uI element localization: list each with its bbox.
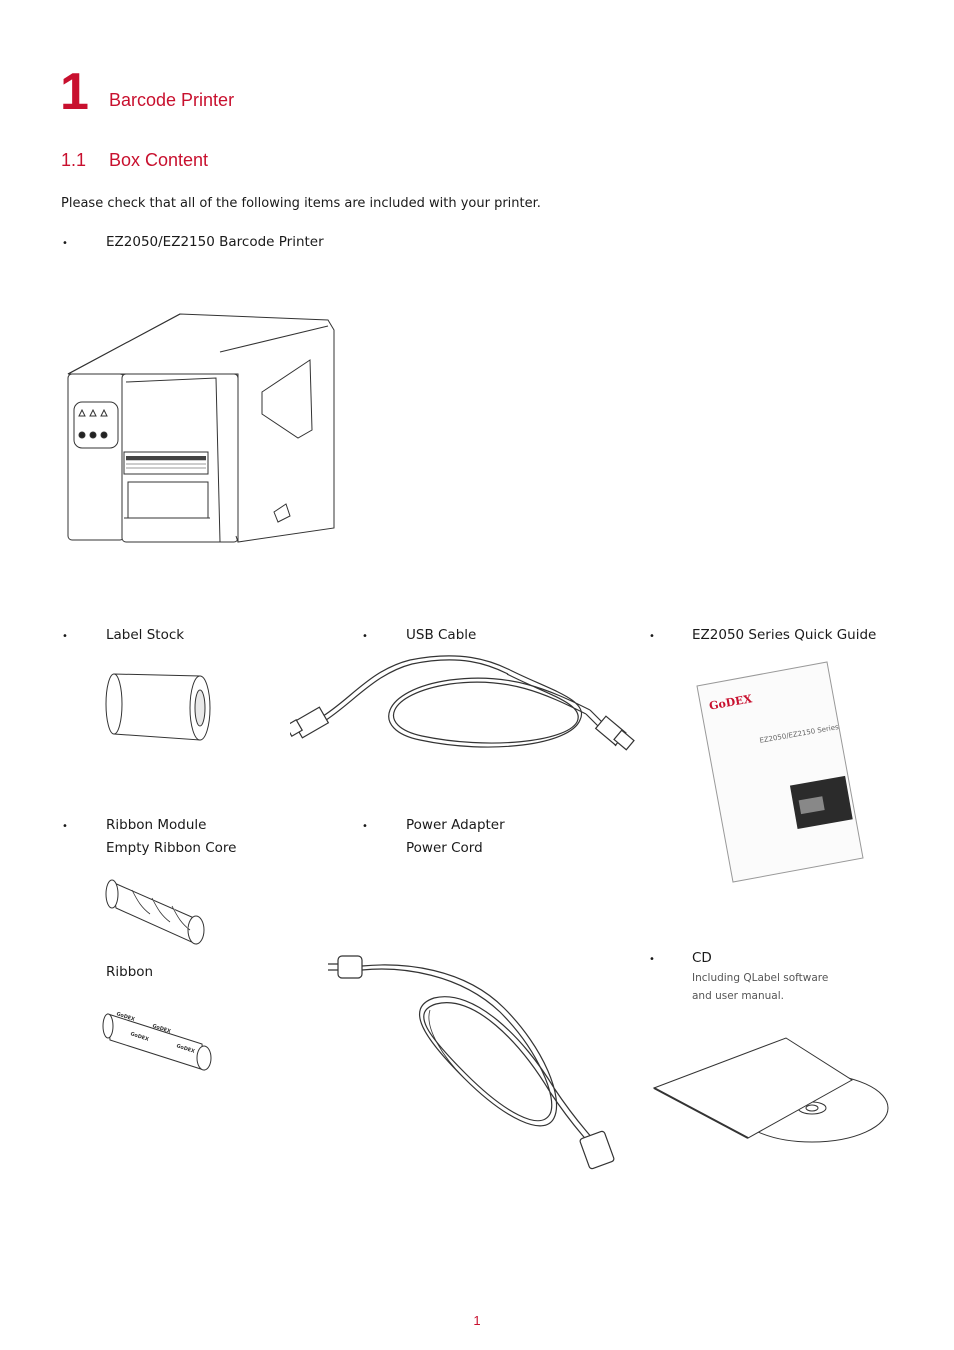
bullet: •	[649, 631, 655, 642]
bullet: •	[649, 954, 655, 965]
bullet: •	[62, 821, 68, 832]
item-ribbon-label: Ribbon	[106, 964, 154, 980]
bullet: •	[62, 238, 68, 249]
ribbon-image: GoDEX GoDEX GoDEX GoDEX	[102, 1004, 214, 1076]
power-cord-image	[324, 948, 618, 1176]
quick-guide-image: GoDEX EZ2050/EZ2150 Series	[695, 660, 867, 884]
bullet: •	[362, 631, 368, 642]
bullet: •	[62, 631, 68, 642]
item-printer-label: EZ2050/EZ2150 Barcode Printer	[106, 234, 324, 250]
item-power-cord-label: Power Cord	[406, 840, 483, 856]
intro-paragraph: Please check that all of the following i…	[61, 196, 541, 211]
item-usb-cable-label: USB Cable	[406, 627, 477, 643]
item-cd-label: CD	[692, 950, 712, 966]
cd-note-line-2: and user manual.	[692, 990, 784, 1002]
chapter-title: Barcode Printer	[109, 90, 235, 110]
chapter-number: 1	[60, 63, 89, 121]
ribbon-core-image	[102, 874, 210, 946]
item-label-stock-label: Label Stock	[106, 627, 185, 643]
item-empty-ribbon-core-label: Empty Ribbon Core	[106, 840, 237, 856]
item-ribbon-module-label: Ribbon Module	[106, 817, 207, 833]
usb-cable-image	[290, 650, 635, 760]
item-power-adapter-label: Power Adapter	[406, 817, 505, 833]
bullet: •	[362, 821, 368, 832]
item-quick-guide-label: EZ2050 Series Quick Guide	[692, 627, 877, 643]
page-number: 1	[473, 1313, 481, 1328]
section-title: Box Content	[109, 150, 209, 170]
printer-image	[60, 312, 340, 552]
cd-image	[652, 1036, 892, 1146]
label-stock-image	[102, 664, 214, 744]
cd-note-line-1: Including QLabel software	[692, 972, 829, 984]
section-number: 1.1	[61, 150, 87, 170]
